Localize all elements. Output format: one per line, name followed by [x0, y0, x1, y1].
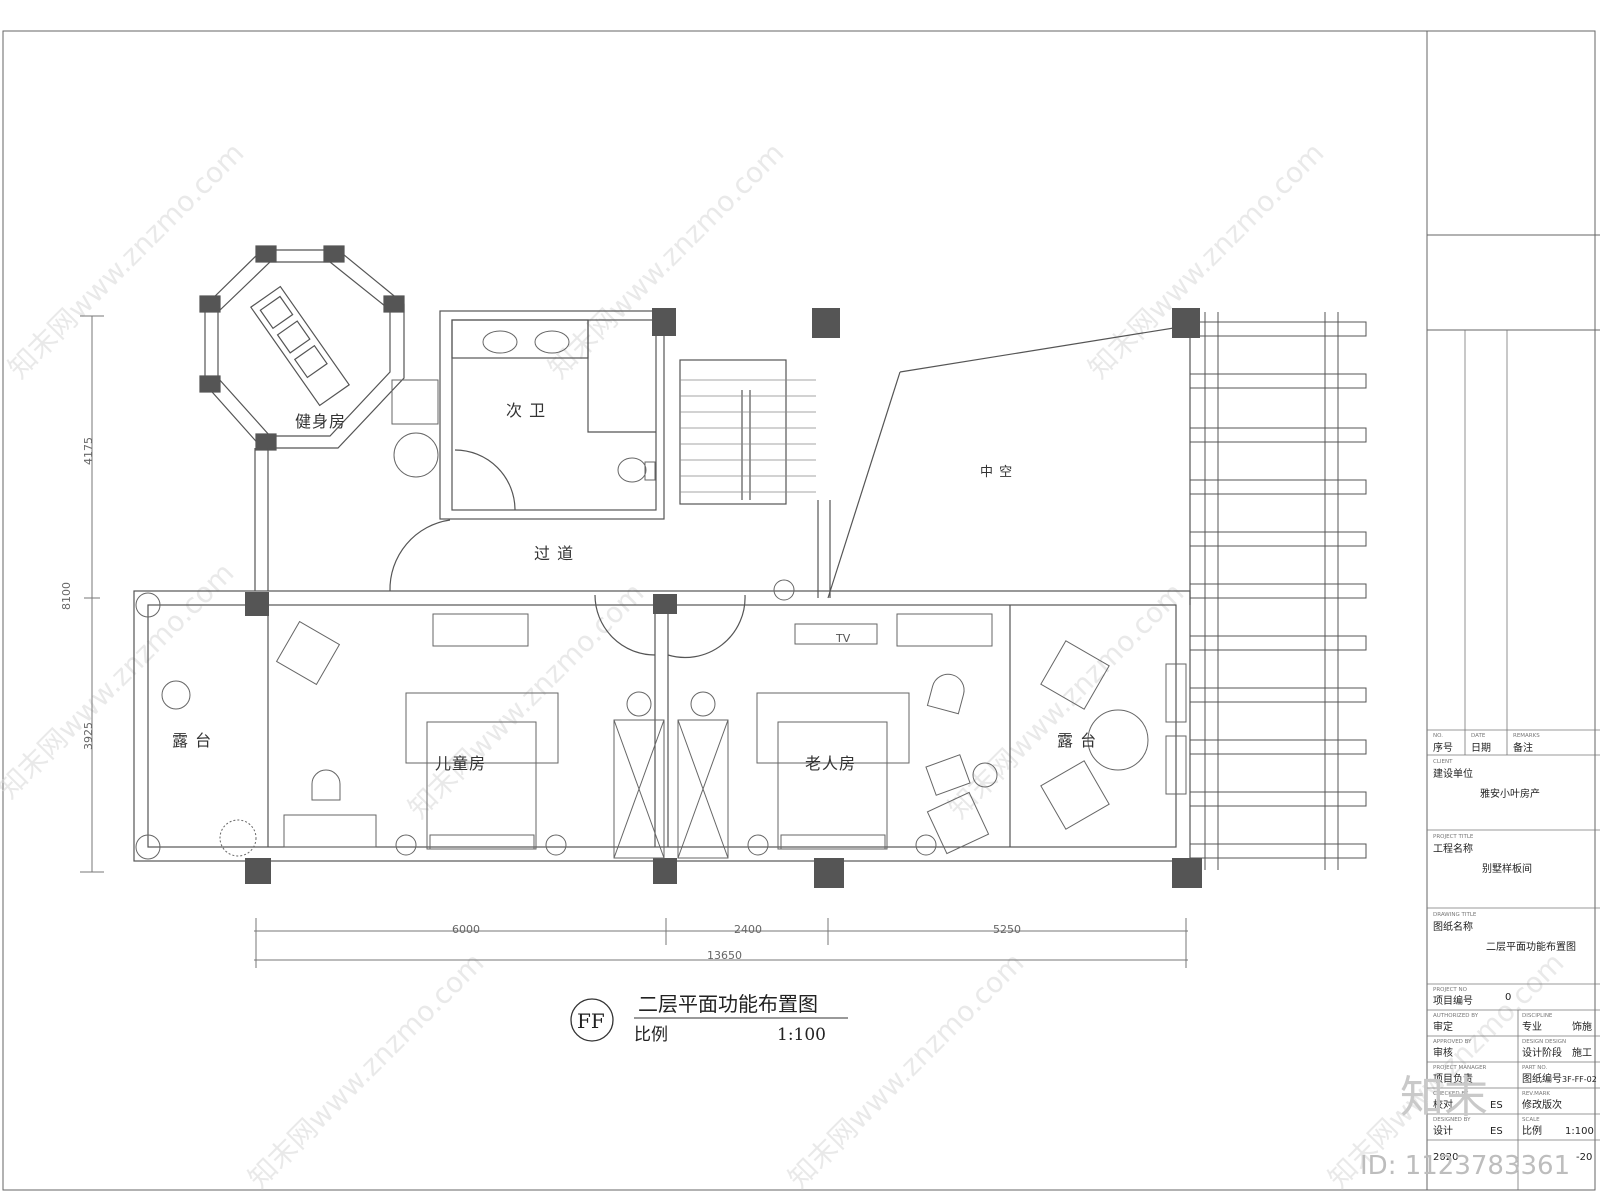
- tb-date-value-tail: -20: [1576, 1152, 1592, 1163]
- tb-date: 日期: [1471, 742, 1491, 754]
- tb-no: 序号: [1433, 741, 1453, 754]
- tb-scale-en: SCALE: [1522, 1117, 1540, 1123]
- tb-disc-value: 饰施: [1572, 1020, 1592, 1033]
- tb-remarks: 备注: [1513, 741, 1533, 754]
- drawing-title-block: FF 二层平面功能布置图 比例 1:100: [570, 992, 848, 1045]
- tb-des-label: 设计: [1433, 1124, 1453, 1137]
- tb-rev-en: REV.MARK: [1522, 1091, 1550, 1097]
- tb-project-en: PROJECT TITLE: [1433, 834, 1474, 840]
- walls: [133, 310, 1191, 862]
- tb-scale-value: 1:100: [1565, 1126, 1594, 1137]
- tv-label: TV: [835, 632, 851, 645]
- tb-projno-value: 0: [1505, 992, 1511, 1003]
- watermark-text: 知末网www.znzmo.com: [1082, 136, 1331, 385]
- watermark-text: 知末网www.znzmo.com: [542, 136, 791, 385]
- drawing-scale-value: 1:100: [777, 1025, 826, 1045]
- tb-date-value: 2020: [1433, 1152, 1458, 1163]
- room-label-atrium: 中 空: [980, 465, 1013, 480]
- watermark-text: 知末网www.znzmo.com: [2, 136, 251, 385]
- tb-part-value: 3F-FF-02: [1562, 1075, 1597, 1084]
- tb-remarks-en: REMARKS: [1513, 733, 1540, 739]
- tb-check-en: CHECKED BY: [1433, 1091, 1469, 1097]
- dim-bottom-b: 2400: [734, 923, 762, 936]
- tb-stage-label: 设计阶段: [1522, 1046, 1562, 1059]
- dim-left-bottom: 3925: [82, 722, 95, 750]
- room-label-corridor: 过 道: [534, 544, 574, 563]
- dim-bottom-total: 13650: [707, 949, 742, 962]
- tb-disc-label: 专业: [1522, 1020, 1542, 1033]
- tb-appr-label: 审核: [1433, 1046, 1453, 1059]
- gym-octagon: [199, 245, 405, 451]
- tb-stage-value: 施工: [1572, 1046, 1592, 1059]
- sheet-border: [2, 30, 1600, 1191]
- tb-scale-label: 比例: [1522, 1124, 1542, 1137]
- tb-drawing-label: 图纸名称: [1433, 920, 1473, 933]
- dim-bottom-a: 6000: [452, 923, 480, 936]
- tb-auth-en: AUTHORIZED BY: [1433, 1013, 1479, 1019]
- dim-bottom-c: 5250: [993, 923, 1021, 936]
- tb-check-label: 校对: [1433, 1098, 1453, 1111]
- tb-project-label: 工程名称: [1433, 842, 1473, 855]
- pergola: [1189, 312, 1367, 870]
- drawing-symbol: FF: [577, 1009, 605, 1033]
- tb-projno-en: PROJECT NO: [1433, 987, 1468, 993]
- tb-client-value: 雅安小叶房产: [1480, 787, 1540, 800]
- tb-date-en: DATE: [1471, 733, 1486, 739]
- tb-rev-label: 修改版次: [1522, 1098, 1562, 1111]
- room-label-elder-room: 老人房: [805, 754, 856, 773]
- tb-projno-label: 项目编号: [1433, 994, 1473, 1007]
- room-label-terrace-right: 露 台: [1057, 731, 1097, 750]
- watermark-text: 知末网www.znzmo.com: [0, 556, 240, 805]
- tb-des-value: ES: [1490, 1126, 1503, 1137]
- dim-left-top: 4175: [82, 437, 95, 465]
- brand-watermark: 知末: [1400, 1072, 1488, 1123]
- tb-part-label: 图纸编号: [1522, 1072, 1562, 1085]
- tb-auth-label: 审定: [1433, 1020, 1453, 1033]
- tb-part-en: PART NO.: [1522, 1065, 1547, 1071]
- tb-check-value: ES: [1490, 1100, 1503, 1111]
- tb-pm-en: PROJECT MANAGER: [1433, 1065, 1487, 1071]
- room-label-terrace-left: 露 台: [172, 731, 212, 750]
- id-watermark: ID: 1123783361: [1360, 1151, 1570, 1181]
- tb-client-en: CLIENT: [1433, 759, 1453, 765]
- tb-stage-en: DESIGN DESIGN: [1522, 1039, 1566, 1045]
- drawing-name: 二层平面功能布置图: [638, 992, 818, 1016]
- tb-client-label: 建设单位: [1433, 767, 1473, 780]
- tb-des-en: DESIGNED BY: [1433, 1117, 1471, 1123]
- dim-left-total: 8100: [60, 582, 73, 610]
- tb-no-en: NO.: [1433, 733, 1443, 739]
- room-label-gym: 健身房: [295, 412, 346, 431]
- tb-drawing-value: 二层平面功能布置图: [1486, 940, 1576, 953]
- room-label-second-bath: 次 卫: [506, 401, 546, 420]
- watermark-text: 知末网www.znzmo.com: [782, 946, 1031, 1193]
- tb-project-value: 别墅样板间: [1482, 862, 1532, 875]
- room-label-children-room: 儿童房: [435, 754, 486, 773]
- title-block: NO. 序号 DATE 日期 REMARKS 备注 CLIENT 建设单位 雅安…: [1427, 330, 1600, 1190]
- furniture: [135, 330, 1187, 860]
- tb-disc-en: DISCIPLINE: [1522, 1013, 1553, 1019]
- tb-pm-label: 项目负责: [1433, 1072, 1473, 1085]
- columns: [245, 308, 1202, 888]
- tb-drawing-en: DRAWING TITLE: [1433, 912, 1477, 918]
- drawing-scale-label: 比例: [634, 1025, 668, 1045]
- dimension-lines: [80, 315, 1188, 968]
- watermark-text: 知末网www.znzmo.com: [242, 946, 491, 1193]
- tb-appr-en: APPROVED BY: [1433, 1039, 1472, 1045]
